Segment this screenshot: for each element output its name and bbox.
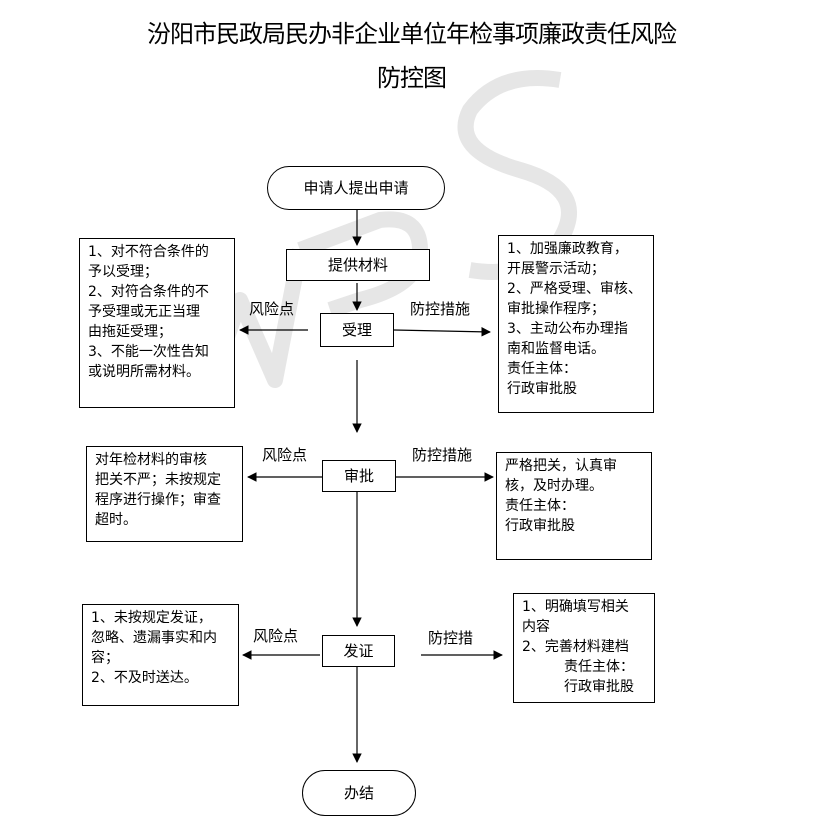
measure-accept-line: 行政审批股 [507,381,577,397]
risk-accept-line: 予受理或无正当理 [88,304,200,320]
risk-issue-line: 2、不及时送达。 [91,670,198,686]
node-approve: 审批 [322,460,396,492]
measure-accept-line: 南和监督电话。 [507,341,605,357]
risk-accept-line: 2、对符合条件的不 [88,284,209,300]
risk-accept-line: 3、不能一次性告知 [88,344,209,360]
measure-approve-line: 严格把关，认真审 [505,458,617,474]
node-issue: 发证 [322,635,395,667]
measure-approve-line: 核，及时办理。 [505,478,603,494]
diagram-title: 汾阳市民政局民办非企业单位年检事项廉政责任风险 [147,20,677,48]
measure-accept-line: 审批操作程序； [507,301,605,317]
risk-accept-line: 由拖延受理； [88,324,172,340]
measure-accept-line: 1、加强廉政教育， [507,241,628,257]
risk-approve-line: 对年检材料的审核 [95,452,207,468]
measure-approve-line: 行政审批股 [505,518,575,534]
risk-box-approve: 对年检材料的审核 把关不严；未按规定 程序进行操作；审查 超时。 [86,446,243,542]
measure-issue-line: 行政审批股 [564,679,634,695]
label-risk-accept: 风险点 [249,300,295,318]
risk-accept-line: 予以受理； [88,264,158,280]
diagram-title-line2: 防控图 [377,64,447,92]
risk-approve-line: 程序进行操作；审查 [95,492,221,508]
measure-accept-line: 开展警示活动； [507,261,605,277]
risk-box-accept: 1、对不符合条件的 予以受理； 2、对符合条件的不 予受理或无正当理 由拖延受理… [79,238,235,408]
measure-issue-line: 责任主体： [564,659,634,675]
label-measure-approve: 防控措施 [412,446,473,464]
measure-accept-line: 2、严格受理、审核、 [507,281,642,297]
node-accept: 受理 [320,313,394,347]
node-end: 办结 [302,770,416,816]
risk-approve-line: 超时。 [95,512,137,528]
risk-approve-line: 把关不严；未按规定 [95,472,221,488]
risk-accept-line: 或说明所需材料。 [88,364,200,380]
risk-accept-line: 1、对不符合条件的 [88,244,209,260]
measure-accept-line: 3、主动公布办理指 [507,321,628,337]
measure-box-accept: 1、加强廉政教育， 开展警示活动； 2、严格受理、审核、 审批操作程序； 3、主… [498,235,654,413]
arrow-accept-measure [393,327,491,337]
label-risk-approve: 风险点 [262,446,308,464]
measure-box-approve: 严格把关，认真审 核，及时办理。 责任主体： 行政审批股 [496,452,652,560]
risk-issue-line: 容； [91,650,119,666]
label-measure-issue: 防控措 [428,629,474,647]
risk-box-issue: 1、未按规定发证， 忽略、遗漏事实和内 容； 2、不及时送达。 [82,604,239,706]
measure-box-issue: 1、明确填写相关 内容 2、完善材料建档 责任主体： 行政审批股 [513,593,655,703]
label-risk-issue: 风险点 [253,627,299,645]
node-materials: 提供材料 [286,249,430,281]
node-start: 申请人提出申请 [267,166,445,210]
label-measure-accept: 防控措施 [410,300,471,318]
measure-issue-line: 内容 [522,619,550,635]
measure-issue-line: 1、明确填写相关 [522,599,629,615]
risk-issue-line: 1、未按规定发证， [91,610,212,626]
measure-approve-line: 责任主体： [505,498,575,514]
measure-accept-line: 责任主体： [507,361,577,377]
risk-issue-line: 忽略、遗漏事实和内 [91,630,217,646]
measure-issue-line: 2、完善材料建档 [522,639,629,655]
